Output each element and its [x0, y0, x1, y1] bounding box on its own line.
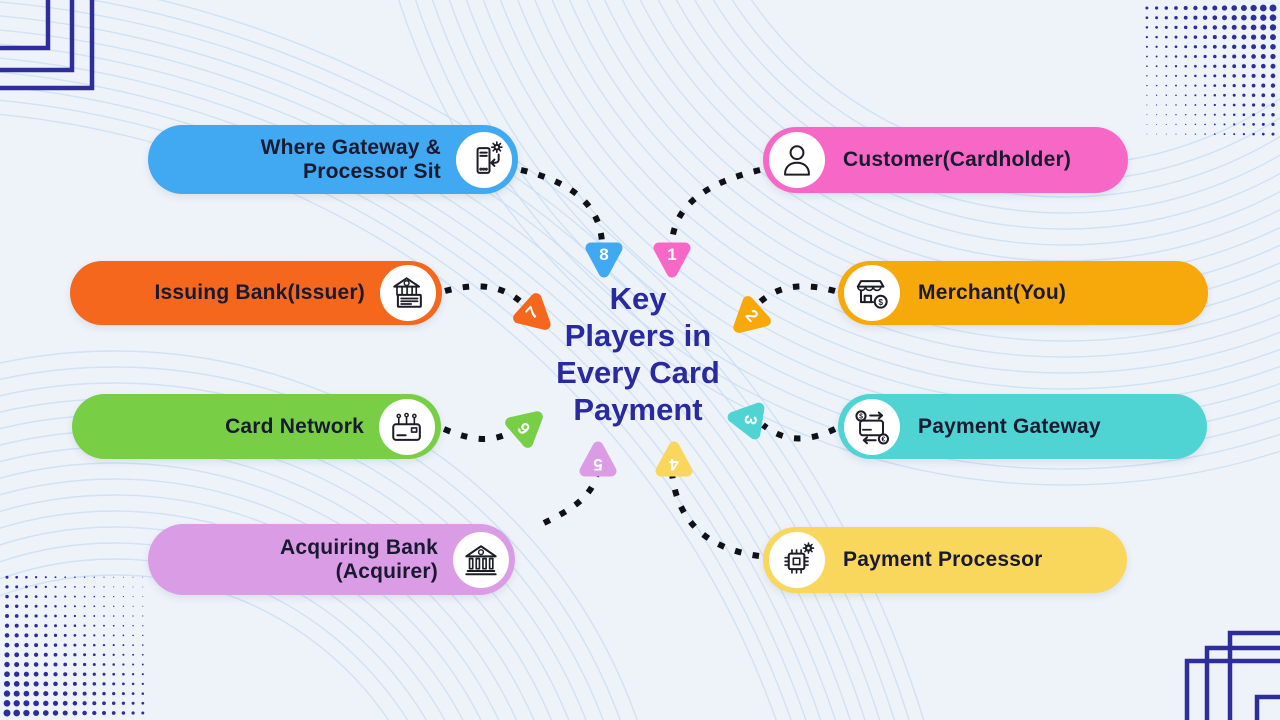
pill-label: Issuing Bank(Issuer): [154, 281, 365, 305]
halftone-dot-grids: [3, 4, 1277, 717]
pill-card-network: Card Network: [72, 394, 441, 459]
pill-payment-processor: Payment Processor: [763, 527, 1127, 593]
connector-1: [669, 167, 761, 244]
gateway-processor-icon: [456, 131, 512, 188]
marker-7: 7: [505, 285, 570, 350]
pill-acquiring-bank: Acquiring Bank (Acquirer): [148, 524, 515, 595]
pill-customer: Customer(Cardholder): [763, 127, 1128, 193]
svg-text:$: $: [859, 413, 863, 420]
pill-label: Payment Processor: [843, 548, 1043, 572]
merchant-icon: $: [844, 265, 900, 321]
marker-6: 6: [497, 392, 562, 457]
connector-8: [520, 167, 605, 244]
marker-8: 8: [581, 238, 627, 284]
infographic-title: Key Players in Every Card Payment: [556, 281, 720, 427]
acquiring-bank-icon: [453, 531, 509, 588]
issuing-bank-icon: [380, 265, 436, 321]
pill-payment-gateway: $ € Payment Gateway: [838, 394, 1207, 459]
connector-4: [669, 472, 760, 559]
marker-3: 3: [718, 393, 771, 446]
pill-label: Card Network: [225, 414, 364, 438]
svg-text:$: $: [878, 298, 883, 307]
marker-2: 2: [715, 288, 780, 353]
marker-number: 4: [669, 455, 679, 474]
card-network-icon: [379, 398, 435, 455]
payment-processor-icon: [769, 532, 825, 588]
connector-5: [542, 472, 600, 526]
connector-6: [442, 426, 514, 442]
payment-gateway-icon: $ €: [844, 398, 900, 455]
connector-3: [761, 422, 837, 442]
marker-number: 8: [599, 245, 609, 264]
svg-text:€: €: [882, 436, 886, 443]
pill-label: Customer(Cardholder): [843, 148, 1072, 172]
pill-label: Where Gateway & Processor Sit: [260, 135, 441, 183]
customer-icon: [769, 132, 825, 188]
pill-label: Payment Gateway: [918, 414, 1101, 438]
pill-merchant: $ Merchant(You): [838, 261, 1208, 325]
marker-1: 1: [649, 238, 695, 284]
marker-number: 5: [593, 455, 603, 474]
pill-label: Acquiring Bank (Acquirer): [280, 535, 438, 583]
marker-4: 4: [651, 435, 697, 481]
connector-2: [756, 283, 836, 306]
pill-label: Merchant(You): [918, 281, 1067, 305]
connector-7: [444, 283, 523, 305]
marker-5: 5: [575, 435, 621, 481]
marker-number: 1: [667, 245, 677, 264]
pill-where-gateway-processor-sit: Where Gateway & Processor Sit: [148, 125, 518, 194]
pill-issuing-bank: Issuing Bank(Issuer): [70, 261, 442, 325]
